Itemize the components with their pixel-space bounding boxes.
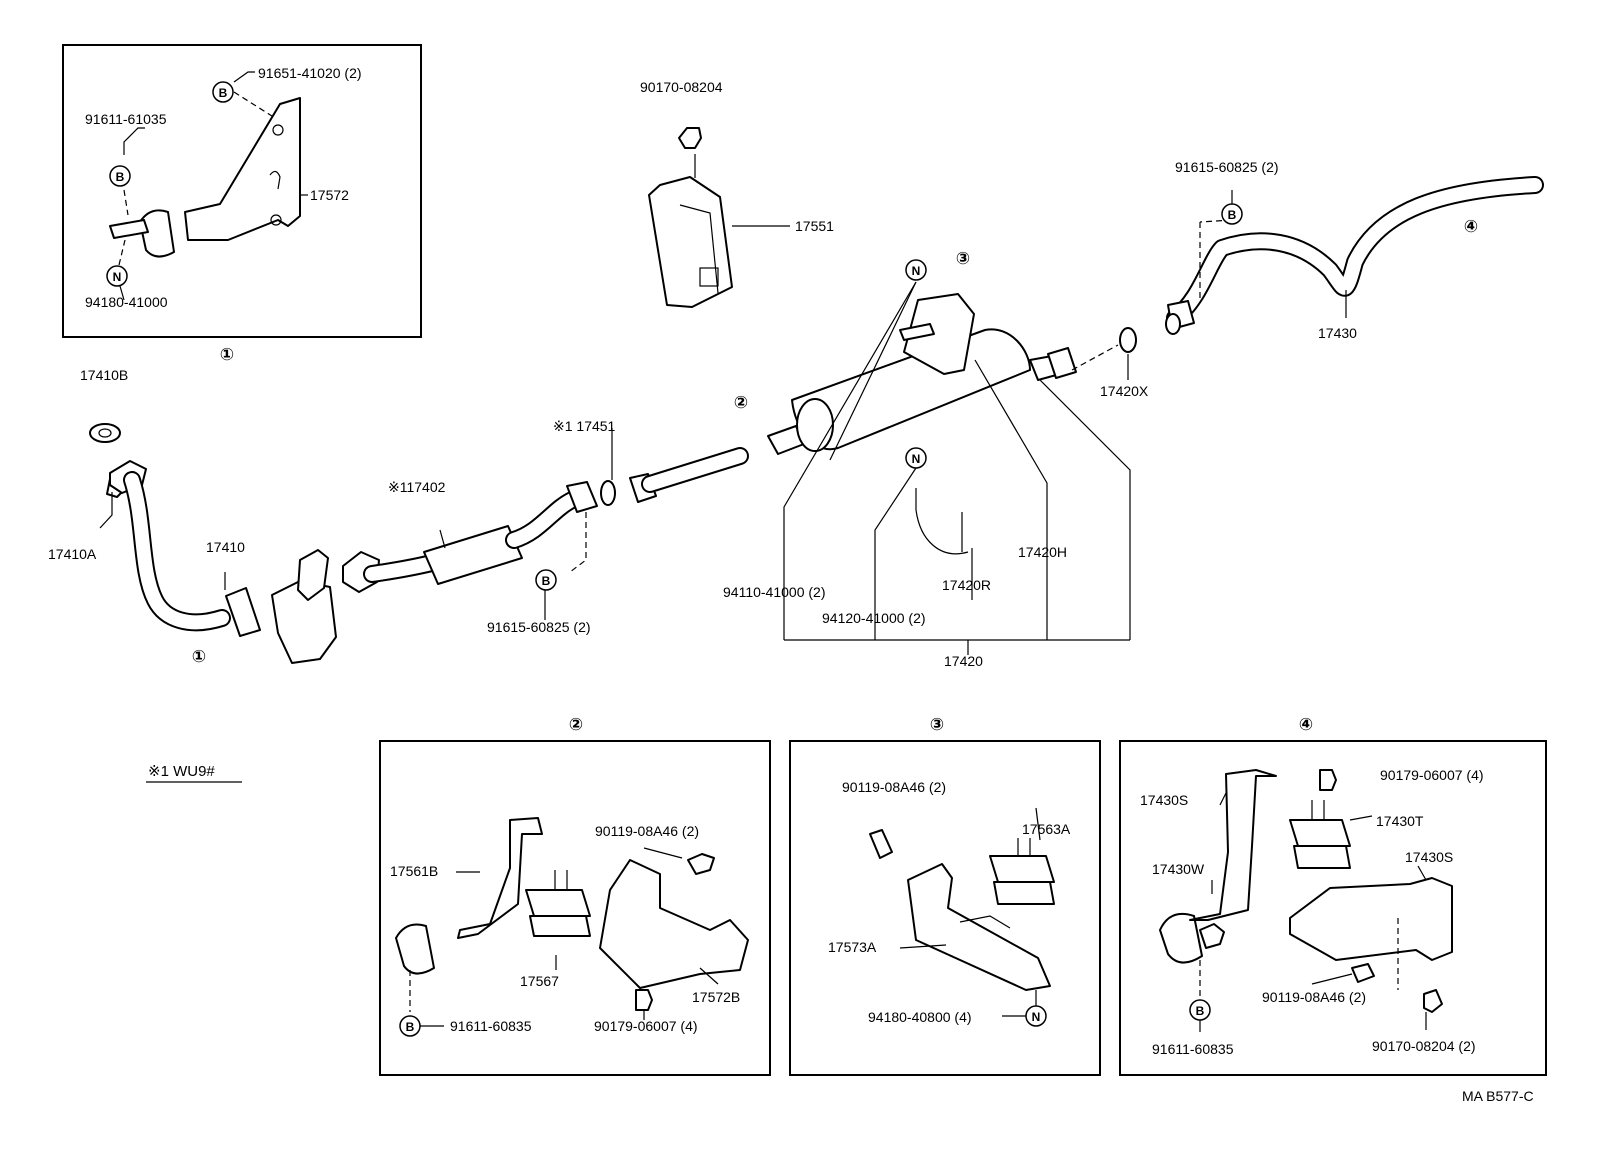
svg-text:B: B (406, 1020, 415, 1034)
svg-text:B: B (219, 86, 228, 100)
svg-text:N: N (912, 452, 921, 466)
part-label: 17563A (1022, 821, 1071, 837)
svg-text:N: N (1032, 1010, 1041, 1024)
footnote-wu9: ※1 WU9# (146, 763, 242, 783)
fastener-b-icon: B (212, 81, 234, 103)
part-label: 94180-41000 (85, 294, 168, 310)
fastener-b-icon: B (1221, 203, 1243, 225)
tail-pipe-17430: B 91615-60825 (2) 17430 ④ (1165, 159, 1544, 341)
svg-text:②: ② (569, 715, 583, 734)
detail-box-2: ② B 17561B 90119-08A46 (2) 17567 17572B … (379, 715, 771, 1076)
nut-n-icon: N (905, 259, 927, 281)
part-label: 17420 (944, 653, 983, 669)
part-label: 17430 (1318, 325, 1357, 341)
part-label: ※1 17451 (553, 418, 616, 434)
part-label: 17410B (80, 367, 128, 383)
part-label: 91611-60835 (450, 1018, 532, 1034)
part-label: 91615-60825 (2) (1175, 159, 1279, 175)
part-label: 90119-08A46 (2) (1262, 989, 1366, 1005)
part-label: 91651-41020 (2) (258, 65, 362, 81)
part-label: 17420H (1018, 544, 1067, 560)
detail-box-1: B B N 91651-41020 (2) 91611-61035 17572 … (62, 44, 422, 364)
part-label: 17430S (1140, 792, 1188, 808)
nut-n-icon: N (106, 265, 128, 287)
part-label: 90170-08204 (640, 79, 723, 95)
heat-shield-17551: 90170-08204 17551 (640, 79, 834, 308)
callout-1: ① (192, 647, 206, 666)
part-label: 90119-08A46 (2) (842, 779, 946, 795)
part-label: 94180-40800 (4) (868, 1009, 972, 1025)
part-label: 90179-06007 (4) (1380, 767, 1484, 783)
part-label: 17420X (1100, 383, 1149, 399)
fastener-b-icon: B (109, 165, 131, 187)
part-label: 94110-41000 (2) (723, 584, 825, 600)
part-label: 17567 (520, 973, 559, 989)
fastener-b-icon: B (399, 1015, 421, 1037)
fastener-b-icon: B (535, 569, 557, 591)
svg-text:B: B (1228, 208, 1237, 222)
part-label: 90179-06007 (4) (594, 1018, 698, 1034)
part-label: 17430T (1376, 813, 1424, 829)
part-label: 17410A (48, 546, 97, 562)
svg-text:③: ③ (930, 715, 944, 734)
center-pipe-17402: B ※117402 ※1 17451 91615-60825 (2) ② (342, 393, 749, 635)
nut-n-icon: N (1025, 1005, 1047, 1027)
part-label: 17430W (1152, 861, 1205, 877)
part-label: 17561B (390, 863, 438, 879)
fastener-b-icon: B (1189, 999, 1211, 1021)
part-label: 17572B (692, 989, 740, 1005)
svg-text:B: B (116, 170, 125, 184)
callout-4: ④ (1464, 217, 1478, 236)
part-label: 94120-41000 (2) (822, 610, 926, 626)
muffler-17420: N N 17420X 17420H 94110-41000 (2) 94120-… (723, 249, 1149, 669)
part-label: 90170-08204 (2) (1372, 1038, 1476, 1054)
part-label: 17572 (310, 187, 349, 203)
part-label: 17420R (942, 577, 991, 593)
part-label: ※117402 (388, 479, 446, 495)
svg-text:B: B (542, 574, 551, 588)
part-label: 17410 (206, 539, 245, 555)
part-label: 17430S (1405, 849, 1453, 865)
svg-text:N: N (912, 264, 921, 278)
part-label: 91615-60825 (2) (487, 619, 591, 635)
detail-box-4: ④ B 17430S 90179-06007 (4) 17430T 17430W… (1119, 715, 1547, 1076)
callout-2: ② (734, 393, 748, 412)
part-label: 90119-08A46 (2) (595, 823, 699, 839)
front-pipe-17410: 17410B 17410A 17410 ① (48, 367, 337, 666)
part-label: 17551 (795, 218, 834, 234)
callout-1: ① (220, 345, 234, 364)
drawing-code: MA B577-C (1462, 1088, 1534, 1104)
svg-text:B: B (1196, 1004, 1205, 1018)
callout-3: ③ (956, 249, 970, 268)
svg-text:④: ④ (1299, 715, 1313, 734)
detail-box-3: ③ N 90119-08A46 (2) 17563A 17573A 94180-… (789, 715, 1101, 1076)
part-label: 17573A (828, 939, 877, 955)
svg-text:N: N (113, 270, 122, 284)
svg-text:※1 WU9#: ※1 WU9# (148, 763, 215, 780)
part-label: 91611-60835 (1152, 1041, 1234, 1057)
part-label: 91611-61035 (85, 111, 167, 127)
nut-n-icon: N (905, 447, 927, 469)
